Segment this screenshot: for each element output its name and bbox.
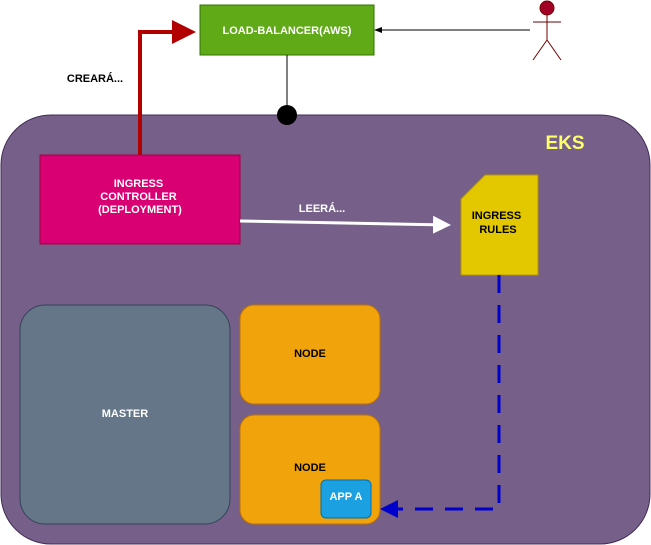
ingress-controller-line-3: (DEPLOYMENT) [98,204,182,216]
app-a-label: APP A [329,491,362,503]
leera-label: LEERÁ... [299,202,345,215]
node-box-1 [239,304,381,405]
leera-arrow [239,215,451,234]
ingress-rules-label: INGRESS RULES [472,210,525,236]
eks-cluster-label: EKS [545,133,584,154]
eks-entry-point [277,105,297,125]
creara-arrow [138,20,196,155]
node-label-2: NODE [294,462,326,474]
ingress-controller-line-2: CONTROLLER [100,191,176,203]
ingress-controller-box [39,154,241,245]
load-balancer-box [199,4,375,56]
ingress-controller-label: INGRESS CONTROLLER (DEPLOYMENT) [98,178,182,216]
rules-to-app-dashed-arrow [380,275,501,518]
ingress-controller-line-1: INGRESS [114,178,164,190]
user-actor-icon [532,0,562,61]
ingress-rules-line-1: INGRESS [472,210,522,222]
master-box [19,304,231,525]
ingress-rules-line-2: RULES [479,224,516,236]
load-balancer-label: LOAD-BALANCER(AWS) [223,25,352,37]
node-label-1: NODE [294,348,326,360]
app-a-box [320,479,372,519]
master-label: MASTER [102,408,149,420]
creara-label: CREARÁ... [67,72,123,85]
